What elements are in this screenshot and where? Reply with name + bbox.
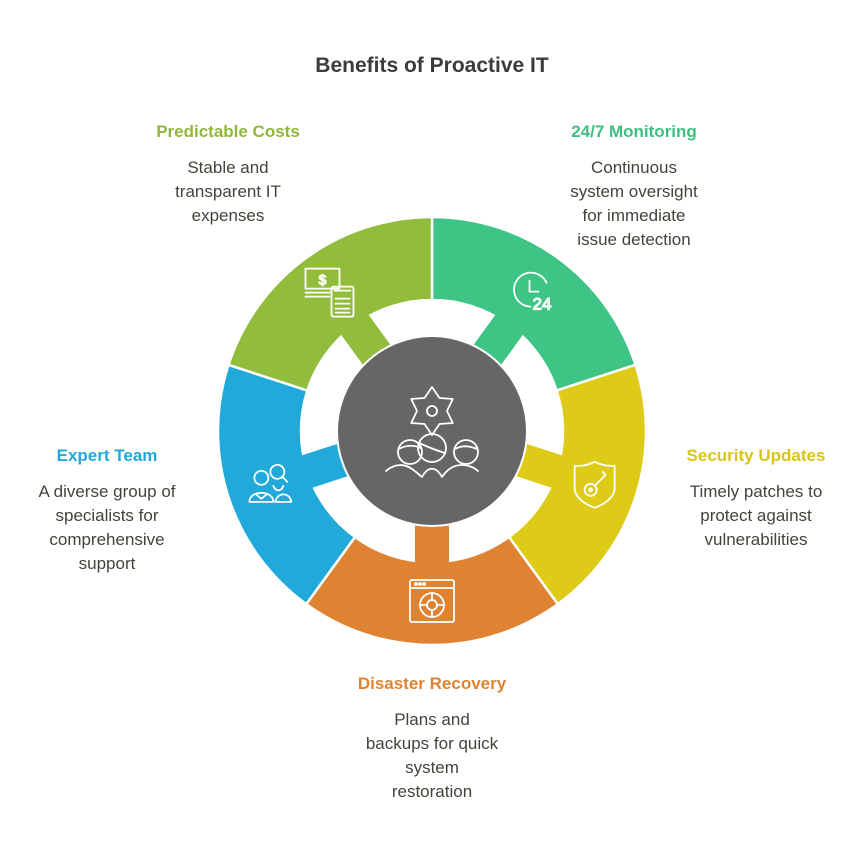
text-line: Plans and <box>394 710 470 729</box>
text-line: comprehensive <box>49 530 165 549</box>
text-line: protect against <box>700 506 812 525</box>
browser-lifebuoy-icon <box>409 579 455 623</box>
segment-security <box>507 363 648 606</box>
connector-team <box>300 442 351 489</box>
people-search-icon <box>248 463 293 503</box>
label-security: Security Updates Timely patches to protec… <box>656 444 856 552</box>
diagram-title: Benefits of Proactive IT <box>315 54 549 77</box>
text-line: specialists for <box>55 506 159 525</box>
clock-24-icon: 24 <box>513 271 552 314</box>
shield-key-icon <box>573 460 616 509</box>
connector-recovery <box>415 522 449 564</box>
text-line: restoration <box>391 782 473 801</box>
heading-costs: Predictable Costs <box>156 122 300 141</box>
svg-text:24: 24 <box>533 295 552 314</box>
center-circle <box>336 335 528 527</box>
text-line: Stable and <box>187 158 269 177</box>
heading-monitoring: 24/7 Monitoring <box>571 122 697 141</box>
segment-recovery <box>304 535 560 647</box>
heading-recovery: Disaster Recovery <box>357 674 507 693</box>
text-line: A diverse group of <box>38 482 176 501</box>
heading-security: Security Updates <box>686 446 826 465</box>
text-line: transparent IT <box>175 182 281 201</box>
text-line: system <box>405 758 459 777</box>
gear-with-team-icon <box>385 386 479 478</box>
money-calculator-icon: $ <box>304 267 355 318</box>
label-costs: Predictable Costs Stable and transparent … <box>128 120 328 228</box>
label-recovery: Disaster Recovery Plans and backups for q… <box>332 672 532 804</box>
text-line: Timely patches to <box>689 482 823 501</box>
text-line: Continuous <box>590 158 677 177</box>
svg-text:$: $ <box>318 272 326 288</box>
label-monitoring: 24/7 Monitoring Continuous system oversig… <box>534 120 734 252</box>
label-team: Expert Team A diverse group of specialist… <box>7 444 207 576</box>
heading-team: Expert Team <box>56 446 158 465</box>
segment-costs <box>226 215 434 393</box>
text-line: for immediate <box>582 206 686 225</box>
text-line: issue detection <box>577 230 691 249</box>
text-line: vulnerabilities <box>704 530 808 549</box>
segment-team <box>216 363 357 606</box>
text-line: backups for quick <box>365 734 499 753</box>
segment-monitoring <box>430 215 638 393</box>
connector-security <box>513 442 564 489</box>
text-line: support <box>78 554 136 573</box>
text-line: expenses <box>191 206 265 225</box>
text-line: system oversight <box>570 182 698 201</box>
